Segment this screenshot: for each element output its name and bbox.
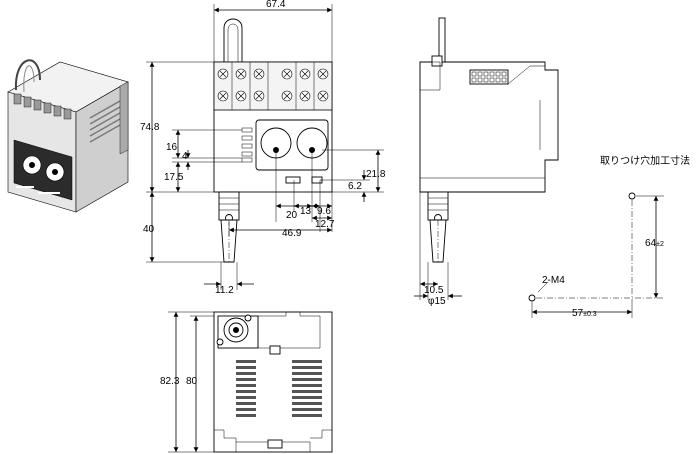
mounting-title: 取りつけ穴加工寸法 <box>600 154 690 167</box>
front-view: 67.4 74.8 16 17.5 4 40 11.2 21.8 <box>140 0 386 296</box>
terminal-block <box>213 61 333 111</box>
dim-17-5: 17.5 <box>164 172 184 183</box>
cable-gland <box>218 191 240 263</box>
dim-11-2: 11.2 <box>215 285 234 296</box>
dim-mount-height: 64±2 <box>645 238 664 249</box>
dim-height-74-8: 74.8 <box>140 122 160 133</box>
dim-80: 80 <box>186 376 198 387</box>
dim-width-67-4: 67.4 <box>266 0 286 10</box>
dim-46-9: 46.9 <box>282 228 302 239</box>
dim-phi15: φ15 <box>428 296 446 307</box>
dim-9-6: 9.6 <box>317 206 331 217</box>
dim-16: 16 <box>166 142 178 153</box>
dim-4: 4 <box>182 151 188 162</box>
dim-13: 13 <box>300 206 312 217</box>
product-illustration <box>7 59 129 213</box>
mount-screw-label: 2-M4 <box>542 275 565 286</box>
dim-mount-width: 57±0.3 <box>572 308 597 319</box>
dim-20: 20 <box>286 210 298 221</box>
mounting-hole-lower <box>528 294 536 302</box>
dim-40: 40 <box>143 224 155 235</box>
bottom-view: 82.3 80 <box>160 311 333 453</box>
dim-6-2: 6.2 <box>348 181 362 192</box>
dim-10-5: 10.5 <box>424 285 444 296</box>
mounting-hole-diagram: 取りつけ穴加工寸法 64±2 57±0.3 2-M4 <box>528 154 690 319</box>
side-view: 10.5 φ15 <box>414 17 559 307</box>
mounting-hole-upper <box>628 192 636 200</box>
dim-12-7: 12.7 <box>315 219 335 230</box>
dim-82-3: 82.3 <box>160 376 180 387</box>
dim-21-8: 21.8 <box>366 169 386 180</box>
